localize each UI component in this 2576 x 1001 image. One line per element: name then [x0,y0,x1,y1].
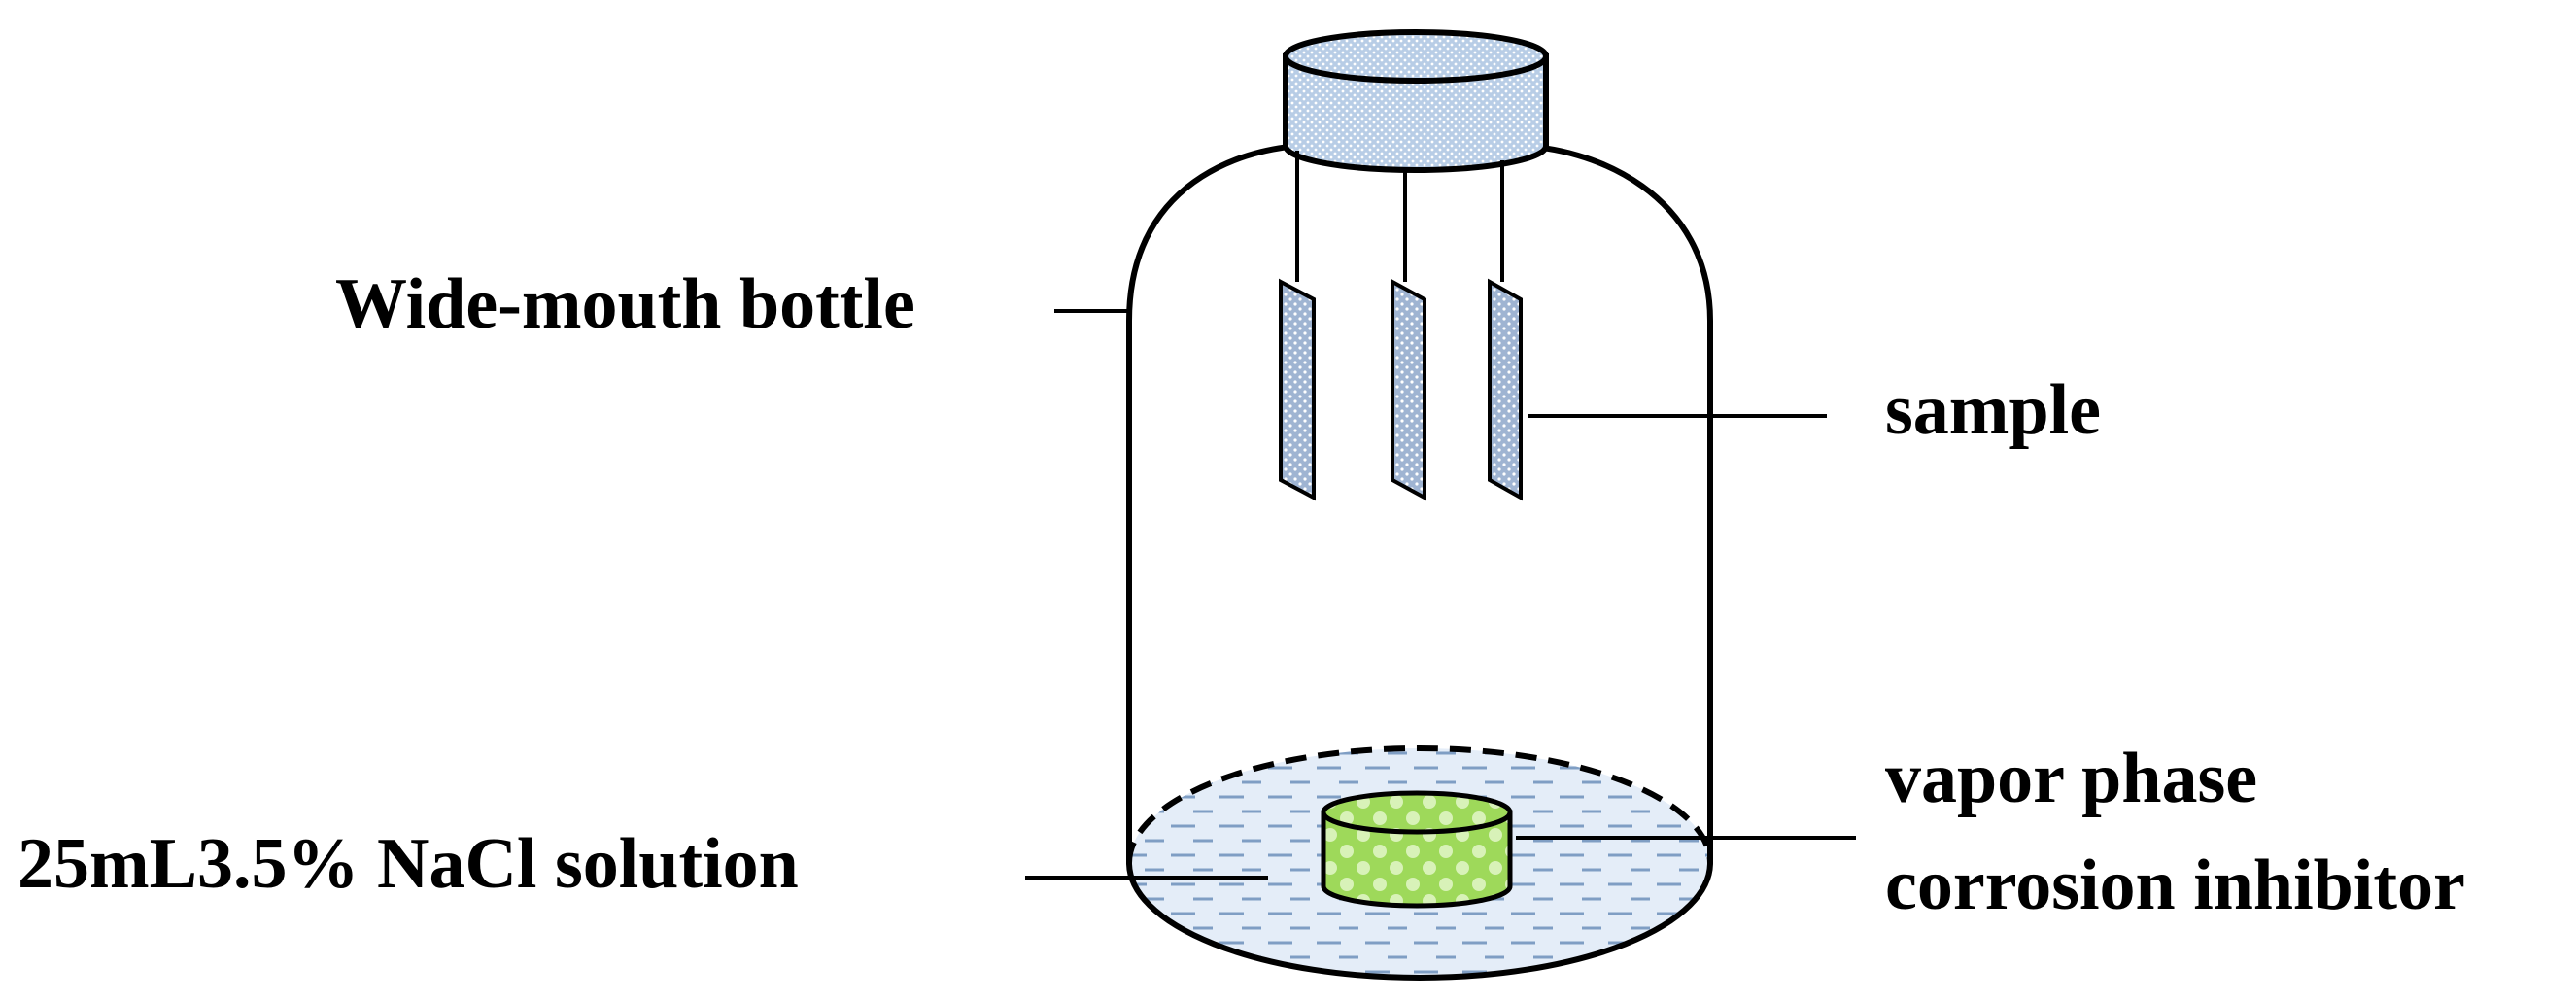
sample-strip [1488,278,1523,501]
sample-strings [1295,151,1504,282]
solution-label: 25mL3.5% NaCl solution [17,824,799,904]
bottle-label: Wide-mouth bottle [335,264,915,344]
bottle-cap [1283,29,1549,173]
inhibitor-label-line2: corrosion inhibitor [1885,846,2465,925]
sample-strip [1279,278,1316,501]
leader-lines [1025,309,1856,880]
sample-strips [1279,278,1523,501]
sample-strip [1391,278,1426,501]
inhibitor-label-line1: vapor phase [1885,739,2257,818]
sample-label: sample [1885,370,2101,450]
vapor-phase-corrosion-inhibitor [1321,790,1513,909]
